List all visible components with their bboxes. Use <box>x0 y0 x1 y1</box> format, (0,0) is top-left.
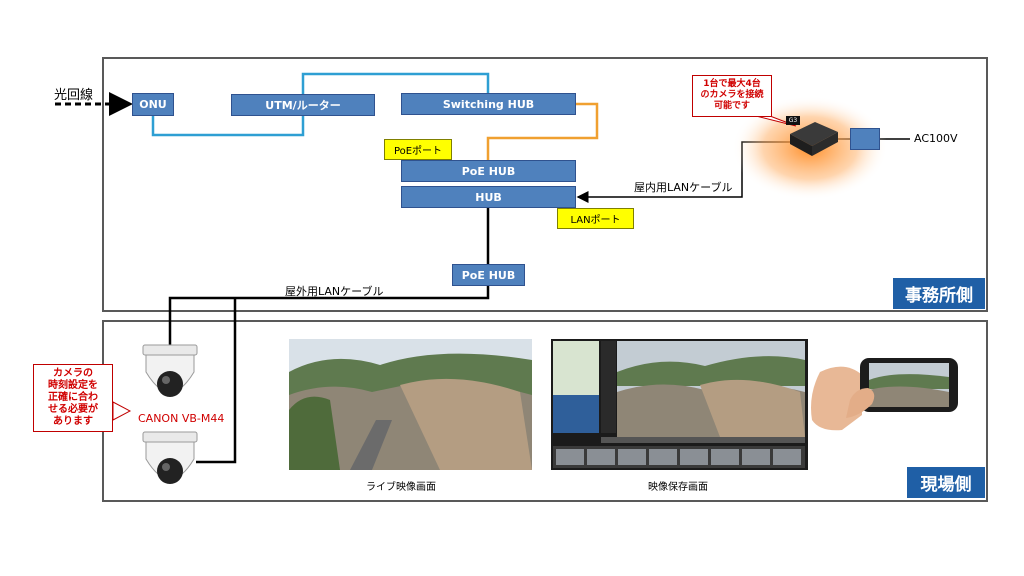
office-side-label: 事務所側 <box>893 278 985 309</box>
poe-port-tag: PoEポート <box>384 139 452 160</box>
hub-box: HUB <box>401 186 576 208</box>
indoor-cable-label: 屋内用LANケーブル <box>634 181 733 194</box>
live-caption: ライブ映像画面 <box>366 482 436 493</box>
utm-router-box: UTM/ルーター <box>231 94 375 116</box>
record-screen-image <box>551 339 808 470</box>
camera-callout: カメラの 時刻設定を 正確に合わ せる必要が あります <box>33 364 113 432</box>
outdoor-cable-1 <box>168 286 490 345</box>
camera-icon-2 <box>142 431 198 484</box>
recorder-callout: 1台で最大4台 のカメラを接続 可能です <box>692 75 772 117</box>
live-video-image <box>289 339 532 470</box>
poe-hub-bottom-box: PoE HUB <box>452 264 525 286</box>
power-box <box>850 128 880 150</box>
camera-model-label: CANON VB-M44 <box>138 412 225 425</box>
camera-callout-pointer <box>112 401 132 421</box>
site-side-label: 現場側 <box>907 467 985 498</box>
switching-hub-box: Switching HUB <box>401 93 576 115</box>
fiber-line-label: 光回線 <box>54 88 94 103</box>
lan-port-tag: LANポート <box>557 208 634 229</box>
recorder-icon <box>790 122 838 156</box>
outdoor-cable-label: 屋外用LANケーブル <box>285 285 384 298</box>
ac-label: AC100V <box>914 132 958 145</box>
poe-hub-top-box: PoE HUB <box>401 160 576 182</box>
outdoor-cable-2 <box>196 298 237 464</box>
smartphone-hand-icon <box>811 358 958 431</box>
recorder-badge: G3 <box>786 116 800 125</box>
onu-utm-cable <box>151 116 305 137</box>
switch-poe-cable <box>486 102 599 160</box>
record-caption: 映像保存画面 <box>648 482 708 493</box>
utm-switch-cable <box>301 72 490 94</box>
onu-box: ONU <box>132 93 174 116</box>
camera-icon-1 <box>142 344 198 397</box>
